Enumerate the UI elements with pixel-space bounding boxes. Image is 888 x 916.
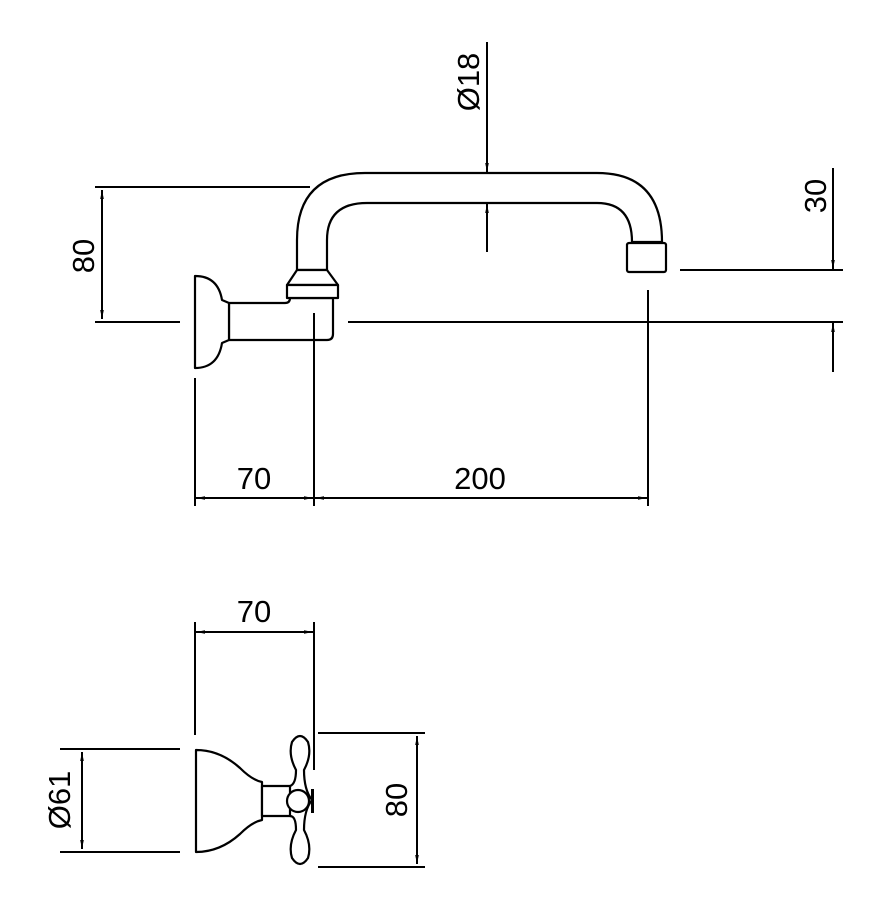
handle-height-dimension: 80 (379, 783, 414, 817)
height-dimension: 80 (66, 239, 101, 273)
valve-flange (194, 748, 264, 854)
valve-depth-dimension: 70 (237, 594, 271, 629)
spout-side-view (193, 171, 668, 370)
valve-view-dimensions: 70 Ø61 80 (42, 594, 425, 868)
wall-flange (193, 274, 231, 370)
valve-side-view (194, 734, 314, 866)
spout-collar (285, 268, 340, 287)
spout-pipe (295, 171, 664, 272)
spout-body-elbow (227, 296, 335, 342)
spout-diameter-dimension: Ø18 (451, 53, 486, 112)
aerator-nozzle (625, 241, 668, 274)
side-view-dimensions: 80 Ø18 30 70 200 (66, 42, 843, 506)
wall-offset-dimension: 70 (237, 461, 271, 496)
spout-collar-ring (285, 283, 340, 300)
flange-diameter-dimension: Ø61 (42, 771, 77, 830)
handle-hub (285, 788, 311, 814)
handle-edge (311, 789, 314, 813)
spout-drop-dimension: 30 (798, 179, 833, 213)
reach-dimension: 200 (454, 461, 506, 496)
